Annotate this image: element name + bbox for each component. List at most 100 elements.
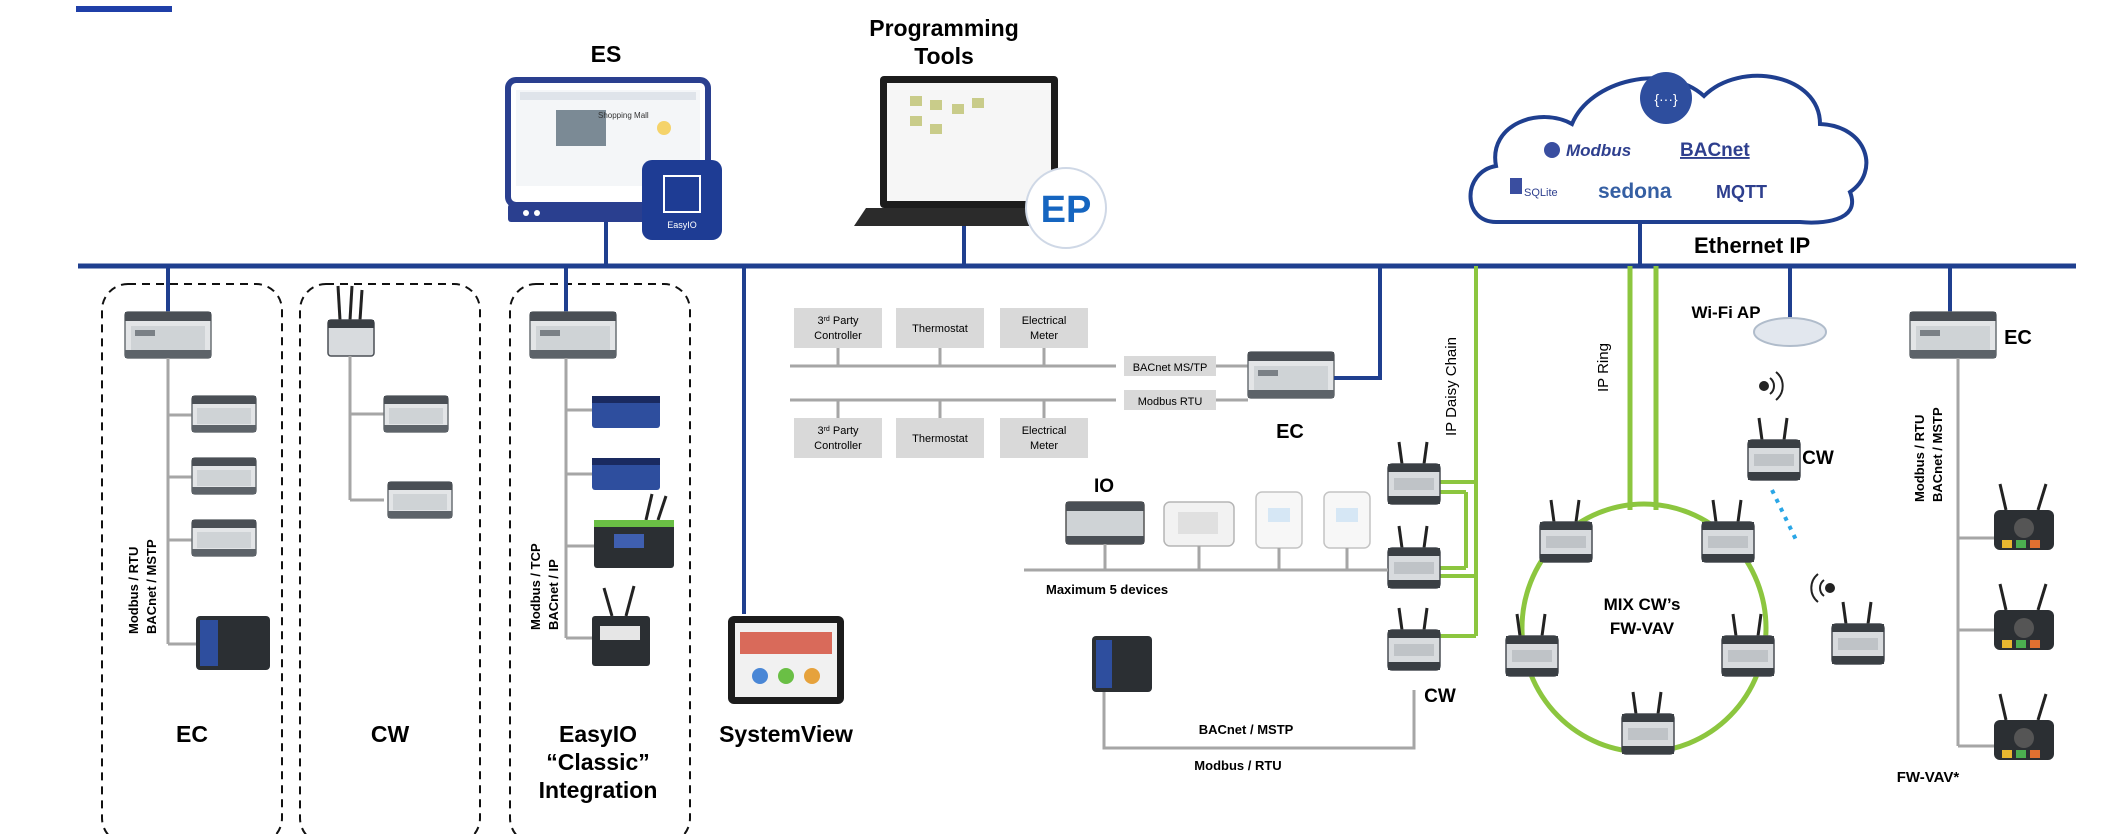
svg-text:Meter: Meter bbox=[1030, 330, 1058, 342]
svg-text:3rd Party: 3rd Party bbox=[817, 315, 859, 327]
svg-text:Thermostat: Thermostat bbox=[912, 323, 968, 335]
thermostat-top: Thermostat bbox=[896, 308, 984, 348]
svg-text:3rd Party: 3rd Party bbox=[817, 425, 859, 437]
svg-text:Thermostat: Thermostat bbox=[912, 433, 968, 445]
svg-text:Controller: Controller bbox=[814, 440, 862, 452]
systemview-label: SystemView bbox=[719, 721, 853, 747]
ec-protocol-1: Modbus / RTU bbox=[126, 547, 141, 634]
fwvav-3 bbox=[1992, 692, 2056, 762]
svg-text:Controller: Controller bbox=[814, 330, 862, 342]
cw-daisy-1 bbox=[1386, 440, 1442, 506]
mqtt-logo: MQTT bbox=[1716, 182, 1767, 202]
ring-node-1 bbox=[1538, 498, 1594, 564]
electrical-meter-bottom: Electrical Meter bbox=[1000, 418, 1088, 458]
right-protocol-2: BACnet / MSTP bbox=[1930, 407, 1945, 502]
group-ec-title: EC bbox=[176, 721, 208, 747]
ethernet-ip-label: Ethernet IP bbox=[1694, 233, 1810, 258]
svg-text:{···}: {···} bbox=[1654, 91, 1678, 107]
fwvav-1 bbox=[1992, 482, 2056, 552]
mix-label-1: MIX CW’s bbox=[1604, 595, 1681, 614]
cw-wifi-2 bbox=[1830, 600, 1886, 666]
ec-io-module-3 bbox=[191, 519, 257, 557]
wifi-dots bbox=[1770, 489, 1800, 545]
svg-text:Electrical: Electrical bbox=[1022, 425, 1067, 437]
cw-daisy-3 bbox=[1386, 606, 1442, 672]
cw-controller bbox=[327, 285, 375, 357]
programming-tools-laptop: Programming Tools EP bbox=[854, 15, 1107, 249]
group-ec-box bbox=[101, 283, 283, 834]
group-easyio-box bbox=[509, 283, 691, 834]
ep-logo bbox=[1025, 167, 1107, 249]
ec-controller-right bbox=[1909, 311, 1997, 359]
modbus-rtu-bus-label bbox=[1124, 390, 1216, 410]
wifi-ap-label: Wi-Fi AP bbox=[1691, 303, 1760, 322]
io-module bbox=[1065, 501, 1145, 545]
ip-daisy-chain-label: IP Daisy Chain bbox=[1443, 337, 1460, 436]
wifi-signal-icon-2 bbox=[1810, 573, 1835, 603]
cw-mid-label: CW bbox=[1424, 686, 1456, 707]
es-screen-title: Shopping Mall bbox=[598, 111, 649, 120]
modbus-rtu-bus-text: Modbus RTU bbox=[1138, 396, 1203, 408]
third-party-controller-top: 3rd Party Controller bbox=[794, 308, 882, 348]
easyio-green-controller bbox=[594, 493, 674, 568]
ring-node-3 bbox=[1504, 612, 1560, 678]
ec-io-module-2 bbox=[191, 457, 257, 495]
ec-right-label: EC bbox=[2004, 327, 2032, 349]
fwvav-star-label: FW-VAV* bbox=[1897, 769, 1960, 786]
ring-node-5 bbox=[1620, 690, 1676, 756]
bacnet-logo: BACnet bbox=[1680, 140, 1750, 161]
group-easyio-title-2: “Classic” bbox=[546, 749, 650, 775]
ip-ring-label: IP Ring bbox=[1595, 343, 1612, 392]
es-workstation: ES Shopping Mall EasyIO bbox=[505, 41, 722, 240]
easyio-badge-text: EasyIO bbox=[667, 220, 697, 230]
third-party-controller-bottom: 3rd Party Controller bbox=[794, 418, 882, 458]
group-easyio-title-1: EasyIO bbox=[559, 721, 637, 747]
mix-label-2: FW-VAV bbox=[1610, 619, 1675, 638]
bacnet-mstp-bus-label bbox=[1124, 356, 1216, 376]
easyio-protocol-1: Modbus / TCP bbox=[528, 543, 543, 630]
cw-wifi-1 bbox=[1746, 416, 1802, 482]
ec-protocol-2: BACnet / MSTP bbox=[144, 539, 159, 634]
api-icon bbox=[1640, 72, 1692, 124]
cw-daisy-2 bbox=[1386, 524, 1442, 590]
es-label: ES bbox=[591, 41, 622, 67]
group-easyio-title-3: Integration bbox=[539, 777, 658, 803]
io-sensor-3 bbox=[1323, 491, 1371, 549]
wifi-signal-icon-1 bbox=[1759, 371, 1784, 401]
bacnet-mstp-bottom-label: BACnet / MSTP bbox=[1199, 722, 1294, 737]
programming-tools-label-1: Programming bbox=[869, 15, 1019, 41]
io-sensor-2 bbox=[1255, 491, 1303, 549]
io-label: IO bbox=[1094, 476, 1114, 497]
programming-tools-label-2: Tools bbox=[914, 43, 974, 69]
sqlite-logo: SQLite bbox=[1524, 187, 1558, 199]
cloud-services: {···} Modbus BACnet SQLite sedona MQTT bbox=[1468, 72, 1869, 225]
sedona-logo: sedona bbox=[1598, 180, 1672, 203]
cw-wifi-label: CW bbox=[1802, 448, 1834, 469]
modbus-rtu-bottom-label: Modbus / RTU bbox=[1194, 758, 1281, 773]
max-devices-label: Maximum 5 devices bbox=[1046, 582, 1168, 597]
modbus-logo: Modbus bbox=[1566, 141, 1631, 160]
accent-bar bbox=[76, 6, 172, 12]
easyio-wireless-controller bbox=[592, 585, 650, 666]
systemview-tablet bbox=[728, 616, 844, 704]
ec-io-module-1 bbox=[191, 395, 257, 433]
ec-blue-device bbox=[196, 616, 270, 670]
electrical-meter-top: Electrical Meter bbox=[1000, 308, 1088, 348]
ep-logo-text: EP bbox=[1041, 189, 1092, 231]
thermostat-bottom: Thermostat bbox=[896, 418, 984, 458]
easyio-badge bbox=[642, 160, 722, 240]
group-cw-title: CW bbox=[371, 721, 410, 747]
svg-text:Electrical: Electrical bbox=[1022, 315, 1067, 327]
ring-node-2 bbox=[1700, 498, 1756, 564]
group-cw-box bbox=[299, 283, 481, 834]
ec-mid-label: EC bbox=[1276, 421, 1304, 443]
io-sensor-1 bbox=[1163, 501, 1235, 547]
blue-controller-bottom bbox=[1092, 636, 1152, 692]
easyio-blue-module-1 bbox=[592, 396, 660, 428]
cw-io-module-1 bbox=[383, 395, 449, 433]
ec-controller bbox=[124, 311, 212, 359]
fwvav-2 bbox=[1992, 582, 2056, 652]
wifi-ap-device bbox=[1753, 317, 1827, 347]
bacnet-mstp-bus-text: BACnet MS/TP bbox=[1133, 362, 1208, 374]
